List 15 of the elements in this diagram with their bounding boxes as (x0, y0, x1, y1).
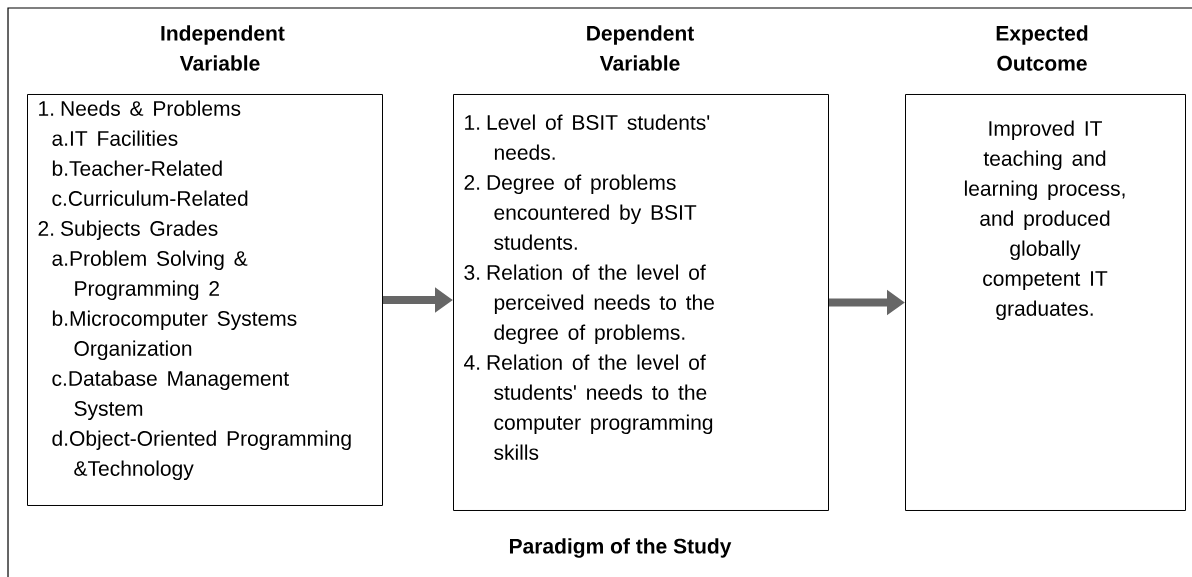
caption: Paradigm of the Study (510, 538, 732, 558)
list-item: c.Curriculum-Related (52, 190, 248, 206)
list-item: 3. Relation of the level of perceived needs to the degree of problems. (464, 264, 714, 345)
list-item: Improved IT teaching and learning process, and produced globally competent IT graduates. (964, 120, 1125, 321)
list-item: d.Object-Oriented Programming &Technology (52, 430, 351, 481)
list-item: b.Teacher-Related (52, 160, 222, 176)
column-heading: Independent Variable (161, 25, 285, 71)
list-item: 1. Level of BSIT students' needs. (465, 114, 710, 160)
list-item: 2. Degree of problems encountered by BSIT students. (464, 174, 697, 250)
column-heading: Expected Outcome (996, 25, 1088, 71)
column-heading: Dependent Variable (587, 25, 694, 71)
list-item: 1. Needs & Problems (39, 100, 241, 116)
list-item: a.IT Facilities (52, 130, 178, 146)
list-item: 2. Subjects Grades (38, 220, 218, 241)
list-item: 4. Relation of the level of students' needs to the computer programming skills (464, 354, 713, 460)
